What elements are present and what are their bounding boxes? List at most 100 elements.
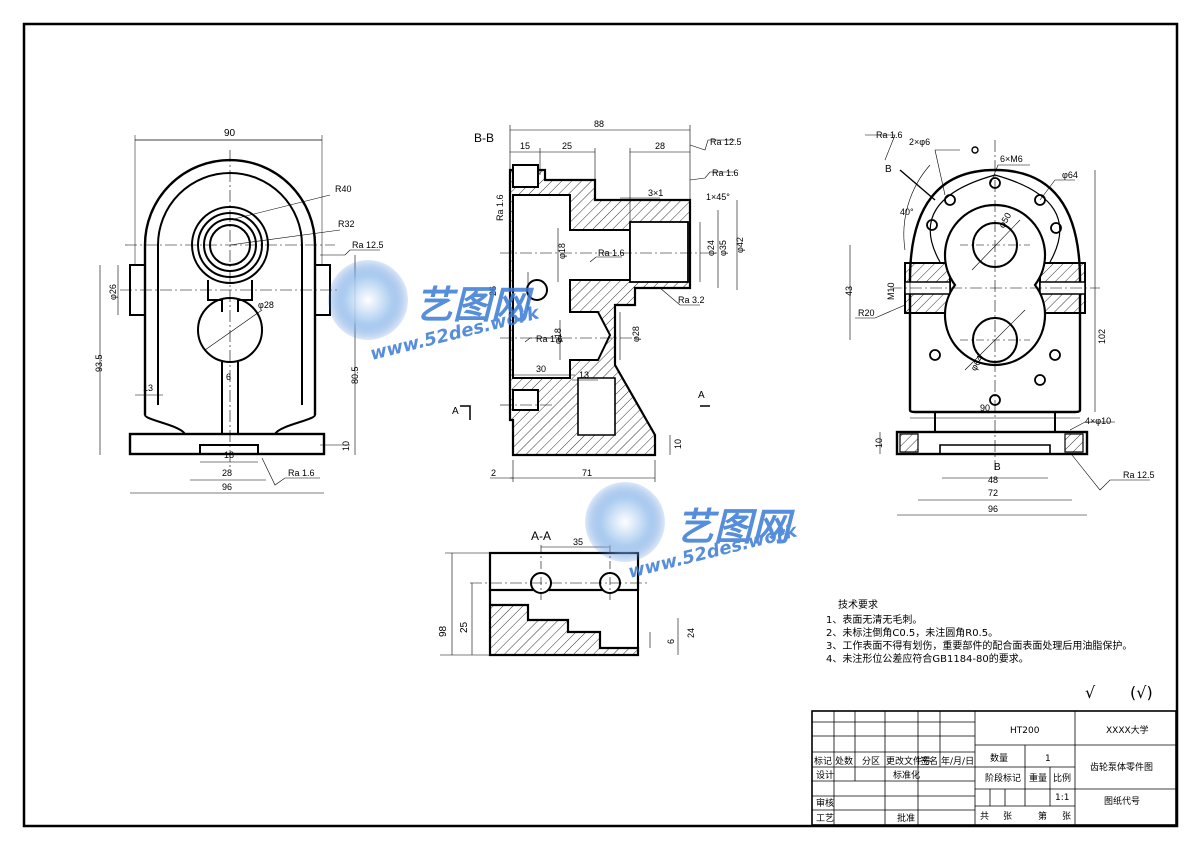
dim-label: 88 — [594, 119, 604, 129]
approve-label: 批准 — [897, 812, 915, 824]
ratio-label: 比例 — [1053, 772, 1071, 784]
dim-label: φ28 — [258, 300, 274, 310]
dim-label: M10 — [886, 282, 896, 300]
notes-title: 技术要求 — [838, 598, 878, 611]
dim-label: 10 — [673, 439, 683, 449]
section-label: B-B — [474, 131, 494, 145]
drawing-border — [22, 22, 1179, 828]
sheet-number-label: 第 — [1038, 810, 1047, 822]
sheet-unit: 张 — [1003, 811, 1012, 822]
dim-label: 98 — [438, 625, 449, 637]
school-name: XXXX大学 — [1106, 724, 1149, 736]
surface-roughness-mark: √ — [1085, 683, 1096, 702]
dim-label: 13 — [579, 370, 589, 380]
dim-label: 90 — [224, 128, 236, 139]
note-item: 2、未标注倒角C0.5，未注圆角R0.5。 — [826, 626, 998, 639]
dim-label: 25 — [459, 621, 470, 633]
section-arrow-label: A — [452, 406, 459, 417]
dim-label: R20 — [858, 308, 875, 318]
dim-label: 96 — [222, 482, 232, 492]
dim-label: φ35 — [718, 240, 728, 256]
revision-date-label: 年/月/日 — [941, 755, 974, 767]
dim-label: 43 — [844, 286, 854, 296]
part-name: 齿轮泵体零件图 — [1090, 761, 1153, 773]
dim-label: φ64 — [1062, 170, 1078, 180]
side-view-dims: Ra 1.6 2×φ6 6×M6 φ64 B 40° φ50 43 M10 R2… — [844, 130, 1155, 514]
dim-label: Ra 1.6 — [536, 334, 563, 344]
dim-label: 28 — [655, 141, 665, 151]
standardization-label: 标准化 — [893, 769, 920, 781]
dim-label: 26 — [488, 286, 498, 296]
process-label: 工艺 — [816, 813, 834, 824]
revision-sign-label: 签名 — [920, 755, 938, 767]
sheet-unit: 张 — [1062, 811, 1071, 822]
revision-count-label: 处数 — [835, 755, 853, 767]
dim-label: φ28 — [631, 326, 641, 342]
section-view-bb — [460, 125, 738, 482]
note-item: 4、未注形位公差应符合GB1184-80的要求。 — [826, 652, 1029, 665]
title-block — [811, 710, 1177, 826]
dim-label: 10 — [341, 441, 351, 451]
sheets-total-label: 共 — [980, 811, 989, 822]
dim-label: 18 — [224, 450, 234, 460]
dim-label: 93.5 — [94, 354, 104, 372]
technical-notes: 技术要求 1、表面无清无毛刺。 2、未标注倒角C0.5，未注圆角R0.5。 3、… — [826, 598, 1153, 702]
design-label: 设计 — [816, 769, 834, 781]
ratio-value: 1:1 — [1055, 793, 1069, 803]
section-view-bb-dims: B-B 88 15 25 28 Ra 12.5 Ra 1.6 3×1 1×45°… — [452, 119, 745, 478]
dim-label: Ra 12.5 — [1123, 470, 1155, 480]
dim-label: φ24 — [706, 240, 716, 256]
dim-label: 1×45° — [706, 192, 730, 202]
dim-label: 2 — [491, 468, 496, 478]
dim-label: 10 — [874, 438, 884, 448]
dim-label: 28 — [222, 468, 232, 478]
dim-label: φ42 — [735, 237, 745, 253]
section-arrow-label: B — [994, 462, 1001, 473]
dim-label: Ra 1.6 — [495, 194, 505, 221]
dim-label: Ra 1.6 — [288, 468, 315, 478]
dim-label: 15 — [520, 141, 530, 151]
dim-label: 102 — [1097, 329, 1107, 344]
weight-label: 重量 — [1029, 772, 1047, 784]
surface-roughness-mark-paren: (√) — [1130, 683, 1153, 702]
section-arrow-label: B — [885, 164, 892, 175]
dim-label: 40° — [900, 207, 914, 217]
dim-label: 30 — [536, 364, 546, 374]
section-arrow-label: A — [698, 390, 705, 401]
dim-label: 13 — [143, 383, 153, 393]
dim-label: φ26 — [108, 284, 118, 300]
quantity-label: 数量 — [990, 752, 1008, 764]
dim-label: φ18 — [553, 328, 563, 344]
section-view-aa-dims: A-A 35 98 25 6 24 — [438, 529, 696, 644]
dim-label: Ra 12.5 — [710, 137, 742, 147]
revision-mark-label: 标记 — [814, 755, 832, 767]
material: HT200 — [1010, 726, 1040, 736]
dim-label: 3×1 — [648, 188, 663, 198]
title-block-text: HT200 XXXX大学 齿轮泵体零件图 图纸代号 数量 1 阶段标记 重量 比… — [814, 724, 1153, 824]
revision-file-label: 更改文件号 — [886, 755, 931, 767]
dim-label: 71 — [582, 468, 592, 478]
dim-label: 80.5 — [350, 366, 360, 384]
side-view — [849, 134, 1150, 516]
watermark-name: 艺图网 — [415, 283, 534, 327]
dim-label: R32 — [338, 219, 355, 229]
quantity-value: 1 — [1045, 754, 1051, 764]
drawing-code: 图纸代号 — [1104, 795, 1140, 807]
watermark-name: 艺图网 — [676, 505, 795, 549]
dim-label: φ18 — [557, 243, 567, 259]
dim-label: Ra 3.2 — [678, 295, 705, 305]
section-label: A-A — [531, 529, 551, 543]
dim-label: 6 — [666, 639, 676, 644]
dim-label: 24 — [686, 628, 696, 638]
dim-label: R40 — [335, 184, 352, 194]
dim-label: 35 — [573, 537, 583, 547]
dim-label: 4×φ10 — [1085, 416, 1111, 426]
revision-zone-label: 分区 — [862, 756, 880, 767]
section-view-aa — [440, 545, 679, 657]
dim-label: Ra 1.6 — [598, 248, 625, 258]
dim-label: 72 — [988, 488, 998, 498]
dim-label: 2×φ6 — [909, 137, 930, 147]
front-view-dims: 90 R40 R32 Ra 12.5 φ26 φ28 93.5 80.5 13 … — [94, 128, 384, 492]
note-item: 1、表面无清无毛刺。 — [826, 613, 922, 626]
dim-label: 48 — [988, 475, 998, 485]
